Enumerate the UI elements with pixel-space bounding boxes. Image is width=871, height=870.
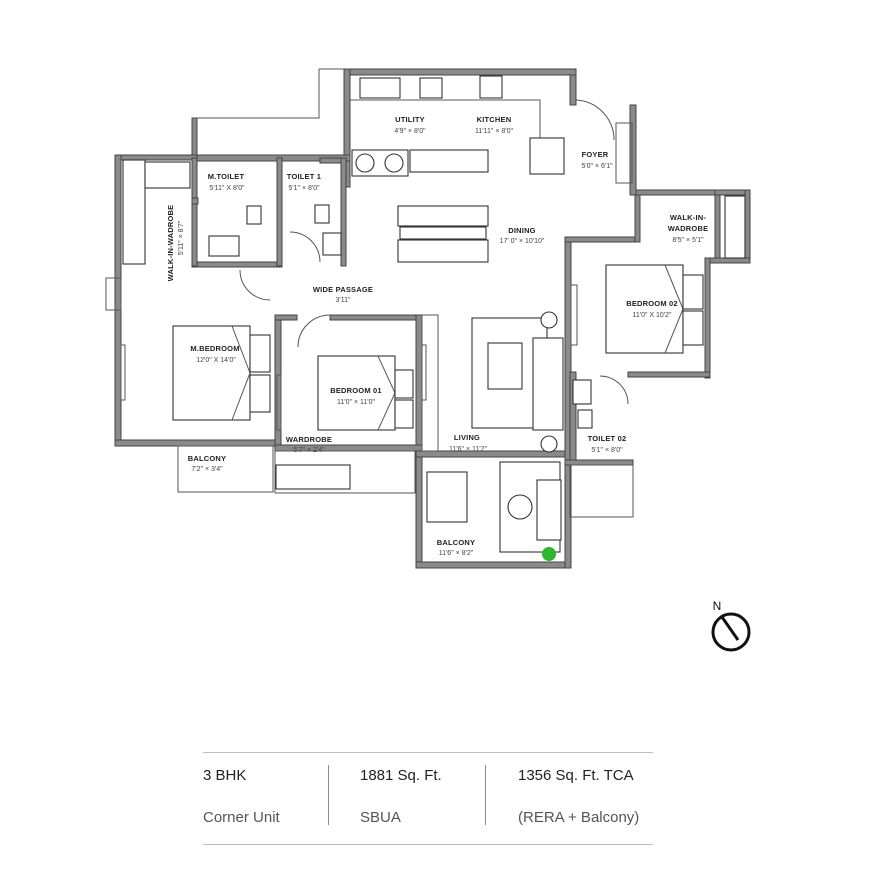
north-compass-icon: N	[711, 599, 751, 652]
room-labels: UTILITY 4'9" × 8'0" KITCHEN 11'11" × 8'0…	[166, 115, 708, 557]
m-toilet-dim: 5'11" X 8'0"	[209, 185, 245, 192]
unit-type: 3 BHK	[203, 767, 247, 784]
balcony-main-name: BALCONY	[437, 538, 475, 547]
wide-passage-name: WIDE PASSAGE	[313, 285, 373, 294]
unit-type-col: 3 BHK Corner Unit	[203, 753, 328, 844]
toilet1-dim: 5'1" × 8'0"	[288, 185, 320, 192]
walkin-left-name: WALK-IN-WADROBE	[166, 205, 175, 282]
living-dim: 11'6" × 11'2"	[449, 446, 487, 453]
divider	[485, 765, 486, 825]
kitchen-dim: 11'11" × 8'0"	[475, 128, 513, 135]
toilet02-dim: 5'1" × 8'0"	[591, 447, 623, 454]
bedroom01-name: BEDROOM 01	[330, 386, 382, 395]
utility-name: UTILITY	[395, 115, 425, 124]
dining-table	[397, 205, 489, 263]
balcony-furniture	[426, 461, 562, 561]
floor-plan: UTILITY 4'9" × 8'0" KITCHEN 11'11" × 8'0…	[105, 68, 751, 652]
balcony-main-dim: 11'6" × 8'2"	[439, 550, 474, 557]
plant-icon	[542, 547, 556, 561]
wardrobe-dim: 5'7" × 2'4"	[293, 447, 325, 454]
wardrobes	[122, 159, 746, 490]
kitchen-name: KITCHEN	[477, 115, 512, 124]
walkin-right-line2: WADROBE	[668, 224, 709, 233]
bedroom02-name: BEDROOM 02	[626, 299, 678, 308]
tca-col: 1356 Sq. Ft. TCA (RERA + Balcony)	[518, 753, 653, 844]
sbua-area: 1881 Sq. Ft.	[360, 767, 442, 784]
sbua-col: 1881 Sq. Ft. SBUA	[360, 753, 485, 844]
wide-passage-dim: 3'11"	[336, 297, 351, 304]
unit-type-sub: Corner Unit	[203, 809, 280, 826]
divider	[328, 765, 329, 825]
dining-name: DINING	[508, 226, 535, 235]
walkin-right-line1: WALK-IN-	[670, 213, 706, 222]
unit-summary: 3 BHK Corner Unit 1881 Sq. Ft. SBUA 1356…	[203, 752, 653, 845]
wardrobe-name: WARDROBE	[286, 435, 332, 444]
bathroom-fixtures	[208, 204, 593, 429]
foyer-name: FOYER	[582, 150, 609, 159]
toilet02-name: TOILET 02	[588, 434, 627, 443]
kitchen-fixtures	[350, 75, 565, 177]
m-toilet-name: M.TOILET	[208, 172, 245, 181]
sbua-label: SBUA	[360, 809, 401, 826]
m-bedroom-name: M.BEDROOM	[190, 344, 239, 353]
compass-label: N	[713, 599, 722, 613]
bedroom02-dim: 11'0" X 10'2"	[632, 312, 672, 319]
utility-dim: 4'9" × 8'0"	[394, 128, 426, 135]
walkin-right-dim: 8'5" × 5'1"	[672, 237, 704, 244]
beds	[172, 264, 704, 431]
foyer-dim: 5'0" × 6'1"	[581, 163, 613, 170]
tca-label: (RERA + Balcony)	[518, 809, 640, 826]
balcony-left-dim: 7'2" × 3'4"	[191, 466, 223, 473]
toilet1-name: TOILET 1	[287, 172, 321, 181]
doors	[239, 99, 629, 405]
bedroom01-dim: 11'0" × 11'0"	[337, 399, 375, 406]
dining-dim: 17' 0" × 10'10"	[500, 238, 545, 245]
tca-area: 1356 Sq. Ft. TCA	[518, 767, 634, 784]
walkin-left-dim: 5'11" × 8'7"	[178, 220, 185, 255]
living-name: LIVING	[454, 433, 480, 442]
walls	[105, 68, 751, 569]
balcony-left-name: BALCONY	[188, 454, 226, 463]
m-bedroom-dim: 12'0" X 14'0"	[196, 357, 236, 364]
living-furniture	[471, 311, 564, 453]
